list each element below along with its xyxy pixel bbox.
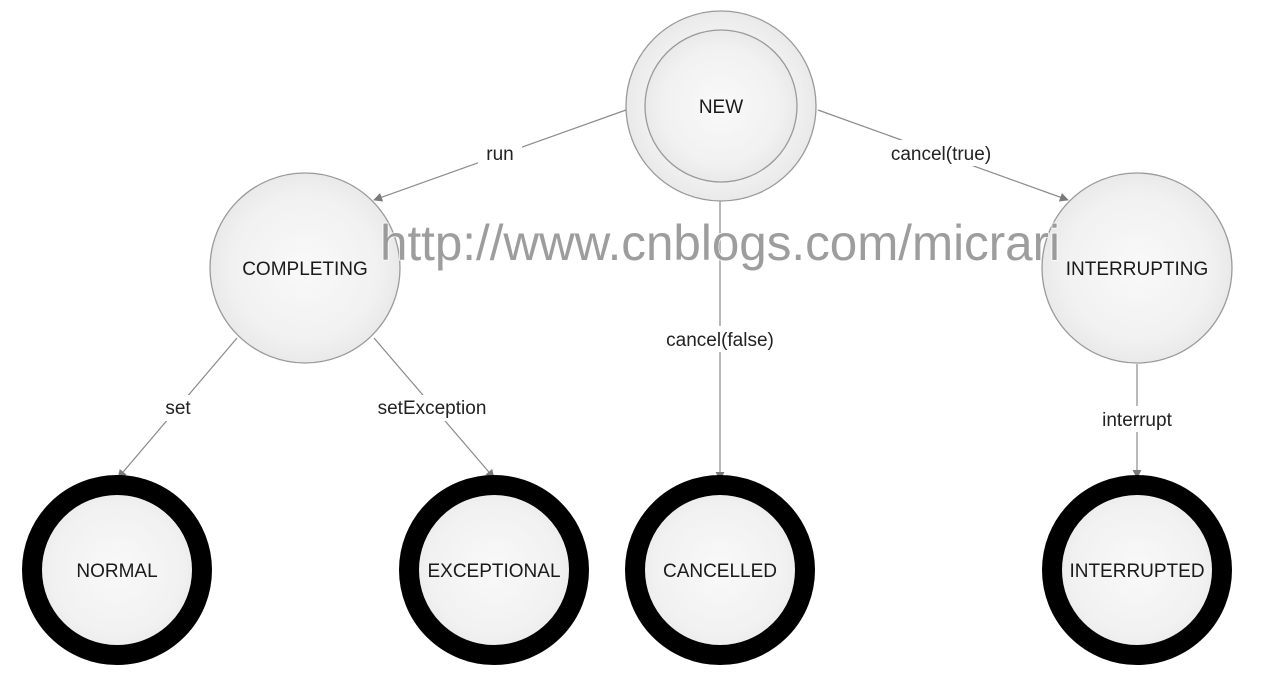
state-interrupting-label: INTERRUPTING xyxy=(1066,259,1209,280)
edge-label-bg xyxy=(366,395,498,421)
state-new-label: NEW xyxy=(699,97,743,118)
state-cancelled: CANCELLED xyxy=(625,475,815,665)
state-exceptional: EXCEPTIONAL xyxy=(399,475,589,665)
edge-label-bg xyxy=(1090,406,1184,432)
state-completing: COMPLETING xyxy=(209,172,401,364)
edge-label-cancel-false: cancel(false) xyxy=(666,330,774,351)
state-completing-label: COMPLETING xyxy=(242,259,368,280)
state-exceptional-label: EXCEPTIONAL xyxy=(427,561,560,582)
state-cancelled-label: CANCELLED xyxy=(663,561,777,582)
state-new: NEW xyxy=(625,10,817,202)
state-interrupting: INTERRUPTING xyxy=(1041,172,1233,364)
edge-label-bg xyxy=(158,395,198,421)
edge-label-bg xyxy=(478,140,522,166)
edge-label-set-exception: setException xyxy=(378,398,487,419)
edge-label-bg xyxy=(656,326,784,352)
state-interrupted-label: INTERRUPTED xyxy=(1069,561,1204,582)
edge-label-bg xyxy=(880,140,1002,166)
edge-label-set: set xyxy=(165,398,191,419)
state-normal: NORMAL xyxy=(22,475,212,665)
watermark-text: http://www.cnblogs.com/micrari xyxy=(380,215,1060,271)
edge-label-interrupt: interrupt xyxy=(1102,410,1172,431)
state-normal-label: NORMAL xyxy=(76,561,157,582)
edge-label-cancel-true: cancel(true) xyxy=(891,144,991,165)
edge-label-run: run xyxy=(486,144,513,165)
state-interrupted: INTERRUPTED xyxy=(1042,475,1232,665)
